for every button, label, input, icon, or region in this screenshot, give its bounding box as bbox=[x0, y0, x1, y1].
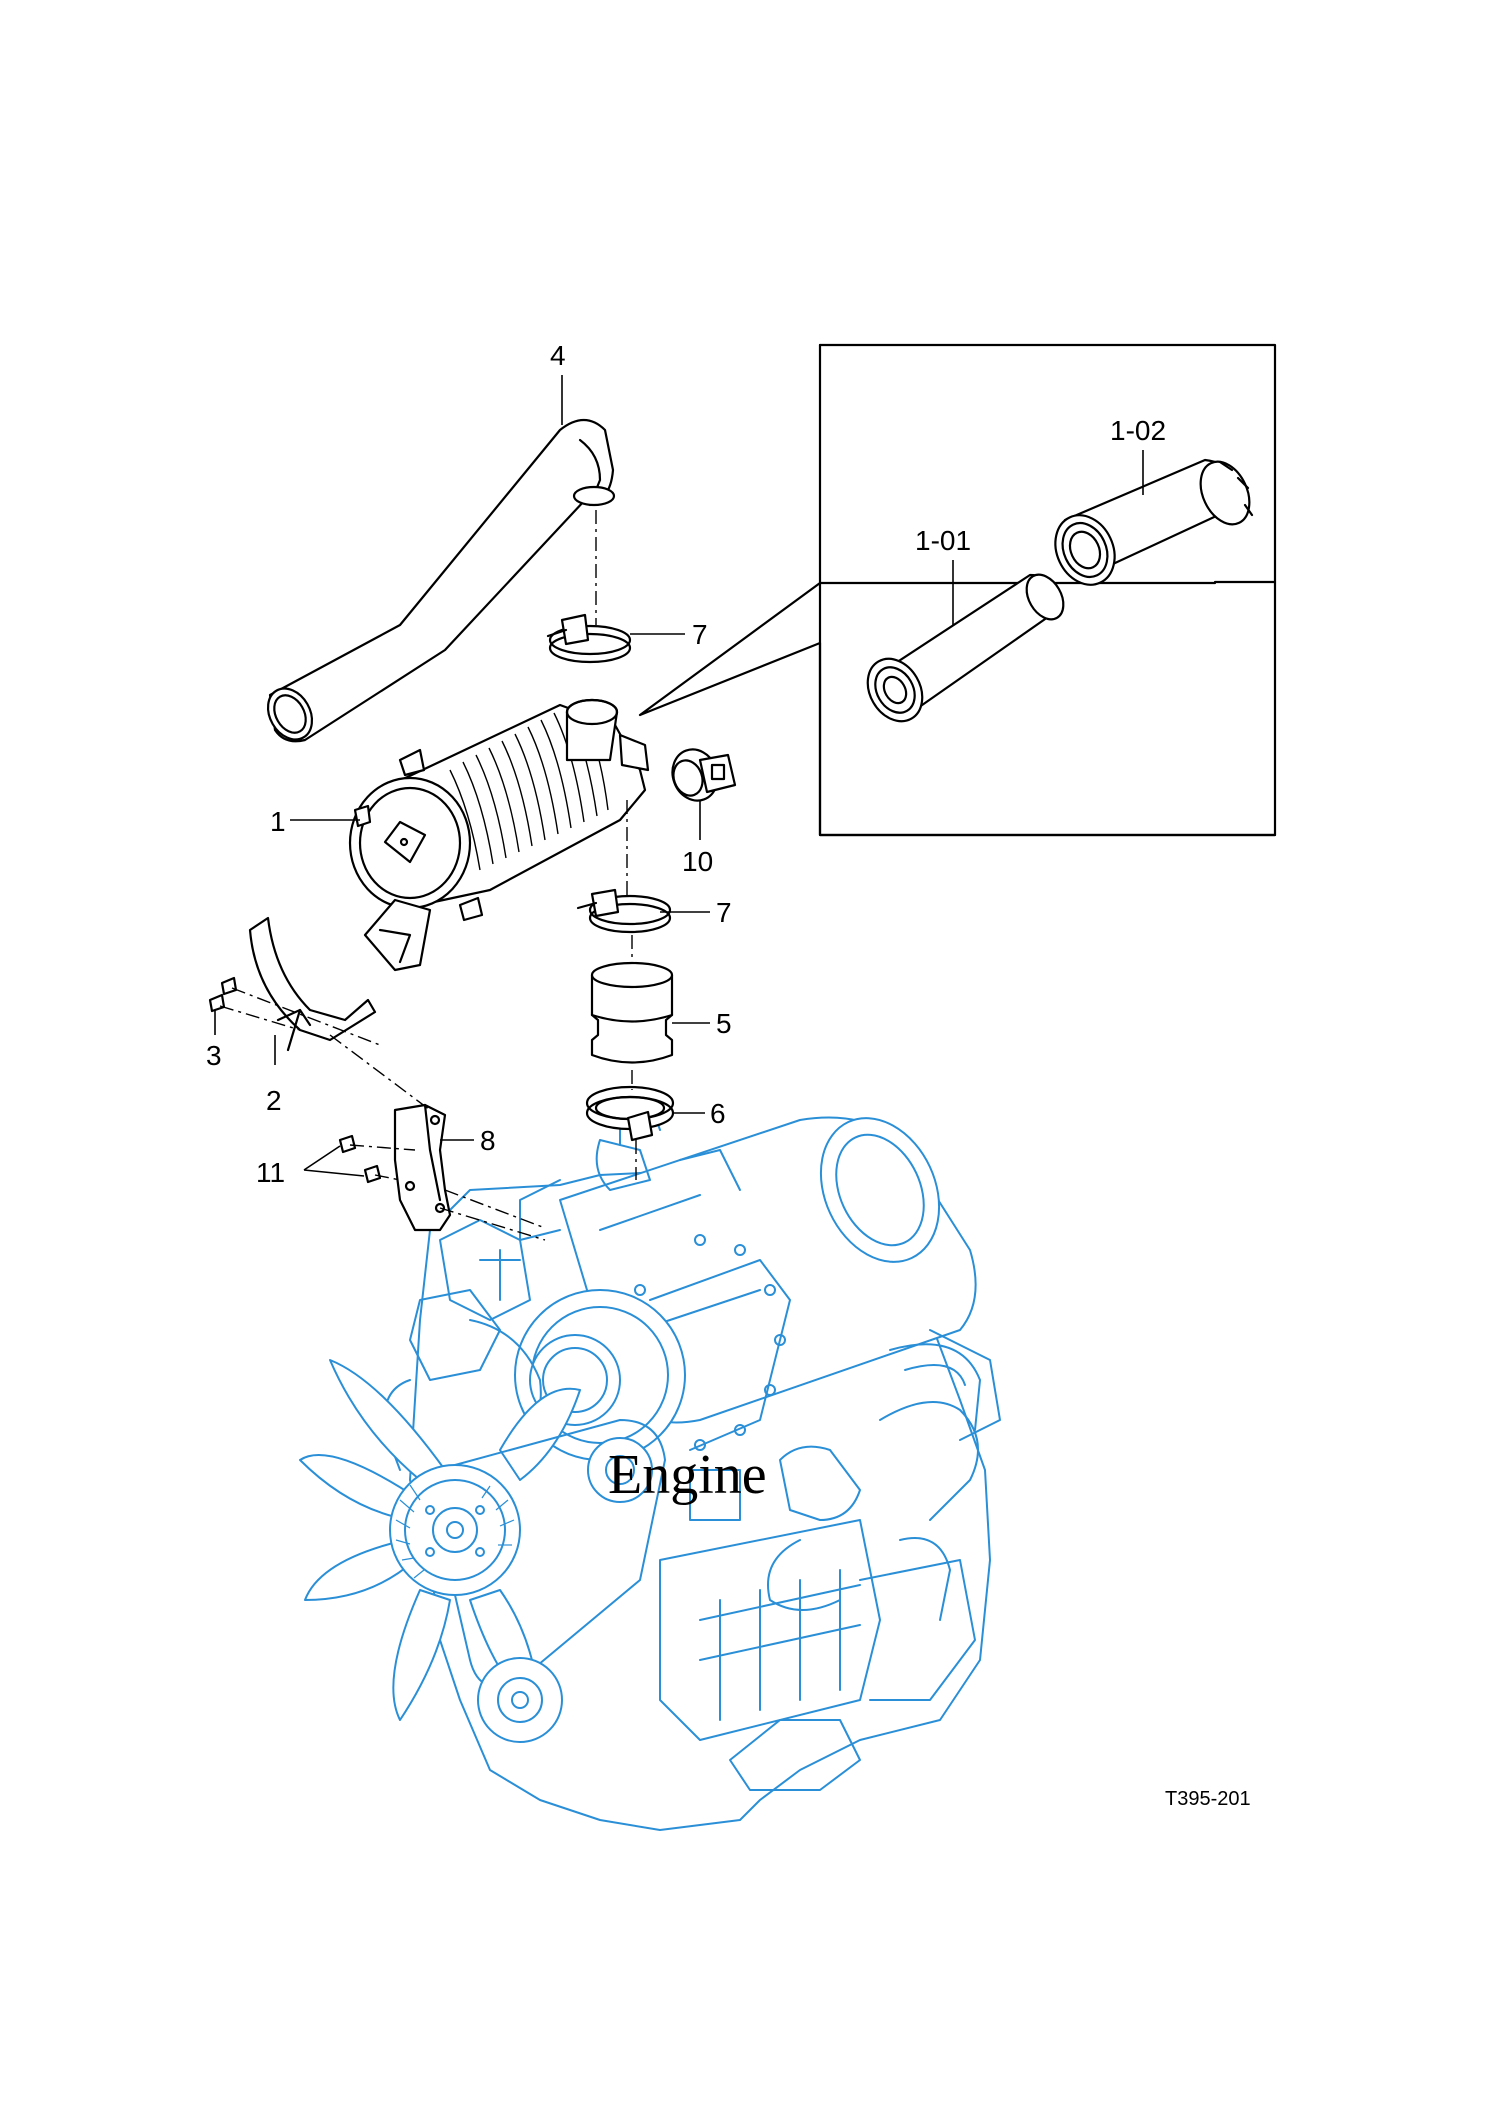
engine-illustration bbox=[299, 1097, 1001, 1831]
leader-lines bbox=[214, 375, 1144, 1177]
callout-7-upper: 7 bbox=[692, 619, 708, 650]
bolts-11 bbox=[338, 1134, 382, 1184]
callout-1-02: 1-02 bbox=[1110, 415, 1166, 446]
callout-6: 6 bbox=[710, 1098, 726, 1129]
callout-1-01: 1-01 bbox=[915, 525, 971, 556]
callout-10: 10 bbox=[682, 846, 713, 877]
hose-clamp-upper bbox=[546, 613, 632, 664]
callout-5: 5 bbox=[716, 1008, 732, 1039]
air-cleaner bbox=[348, 698, 650, 972]
callout-1: 1 bbox=[270, 806, 286, 837]
callout-4: 4 bbox=[550, 340, 566, 371]
mounting-band bbox=[248, 916, 377, 1052]
fan bbox=[299, 1359, 581, 1721]
bracket bbox=[393, 1103, 452, 1232]
restriction-indicator bbox=[671, 748, 737, 802]
callout-2: 2 bbox=[266, 1085, 282, 1116]
engine-label: Engine bbox=[608, 1444, 767, 1506]
bolts-3 bbox=[208, 976, 238, 1013]
callout-3: 3 bbox=[206, 1040, 222, 1071]
callout-7-lower: 7 bbox=[716, 897, 732, 928]
band-clamp bbox=[585, 1085, 675, 1142]
hose-clamp-lower bbox=[576, 888, 672, 934]
callout-8: 8 bbox=[480, 1125, 496, 1156]
filter-element-outer bbox=[1054, 458, 1254, 586]
assembly-lines bbox=[219, 510, 637, 1241]
intake-hose bbox=[590, 961, 674, 1064]
callout-11: 11 bbox=[256, 1157, 285, 1188]
filter-element-inner bbox=[866, 573, 1065, 723]
detail-inset bbox=[638, 343, 1277, 837]
figure-reference: T395-201 bbox=[1165, 1788, 1251, 1810]
intake-pipe bbox=[266, 418, 616, 743]
